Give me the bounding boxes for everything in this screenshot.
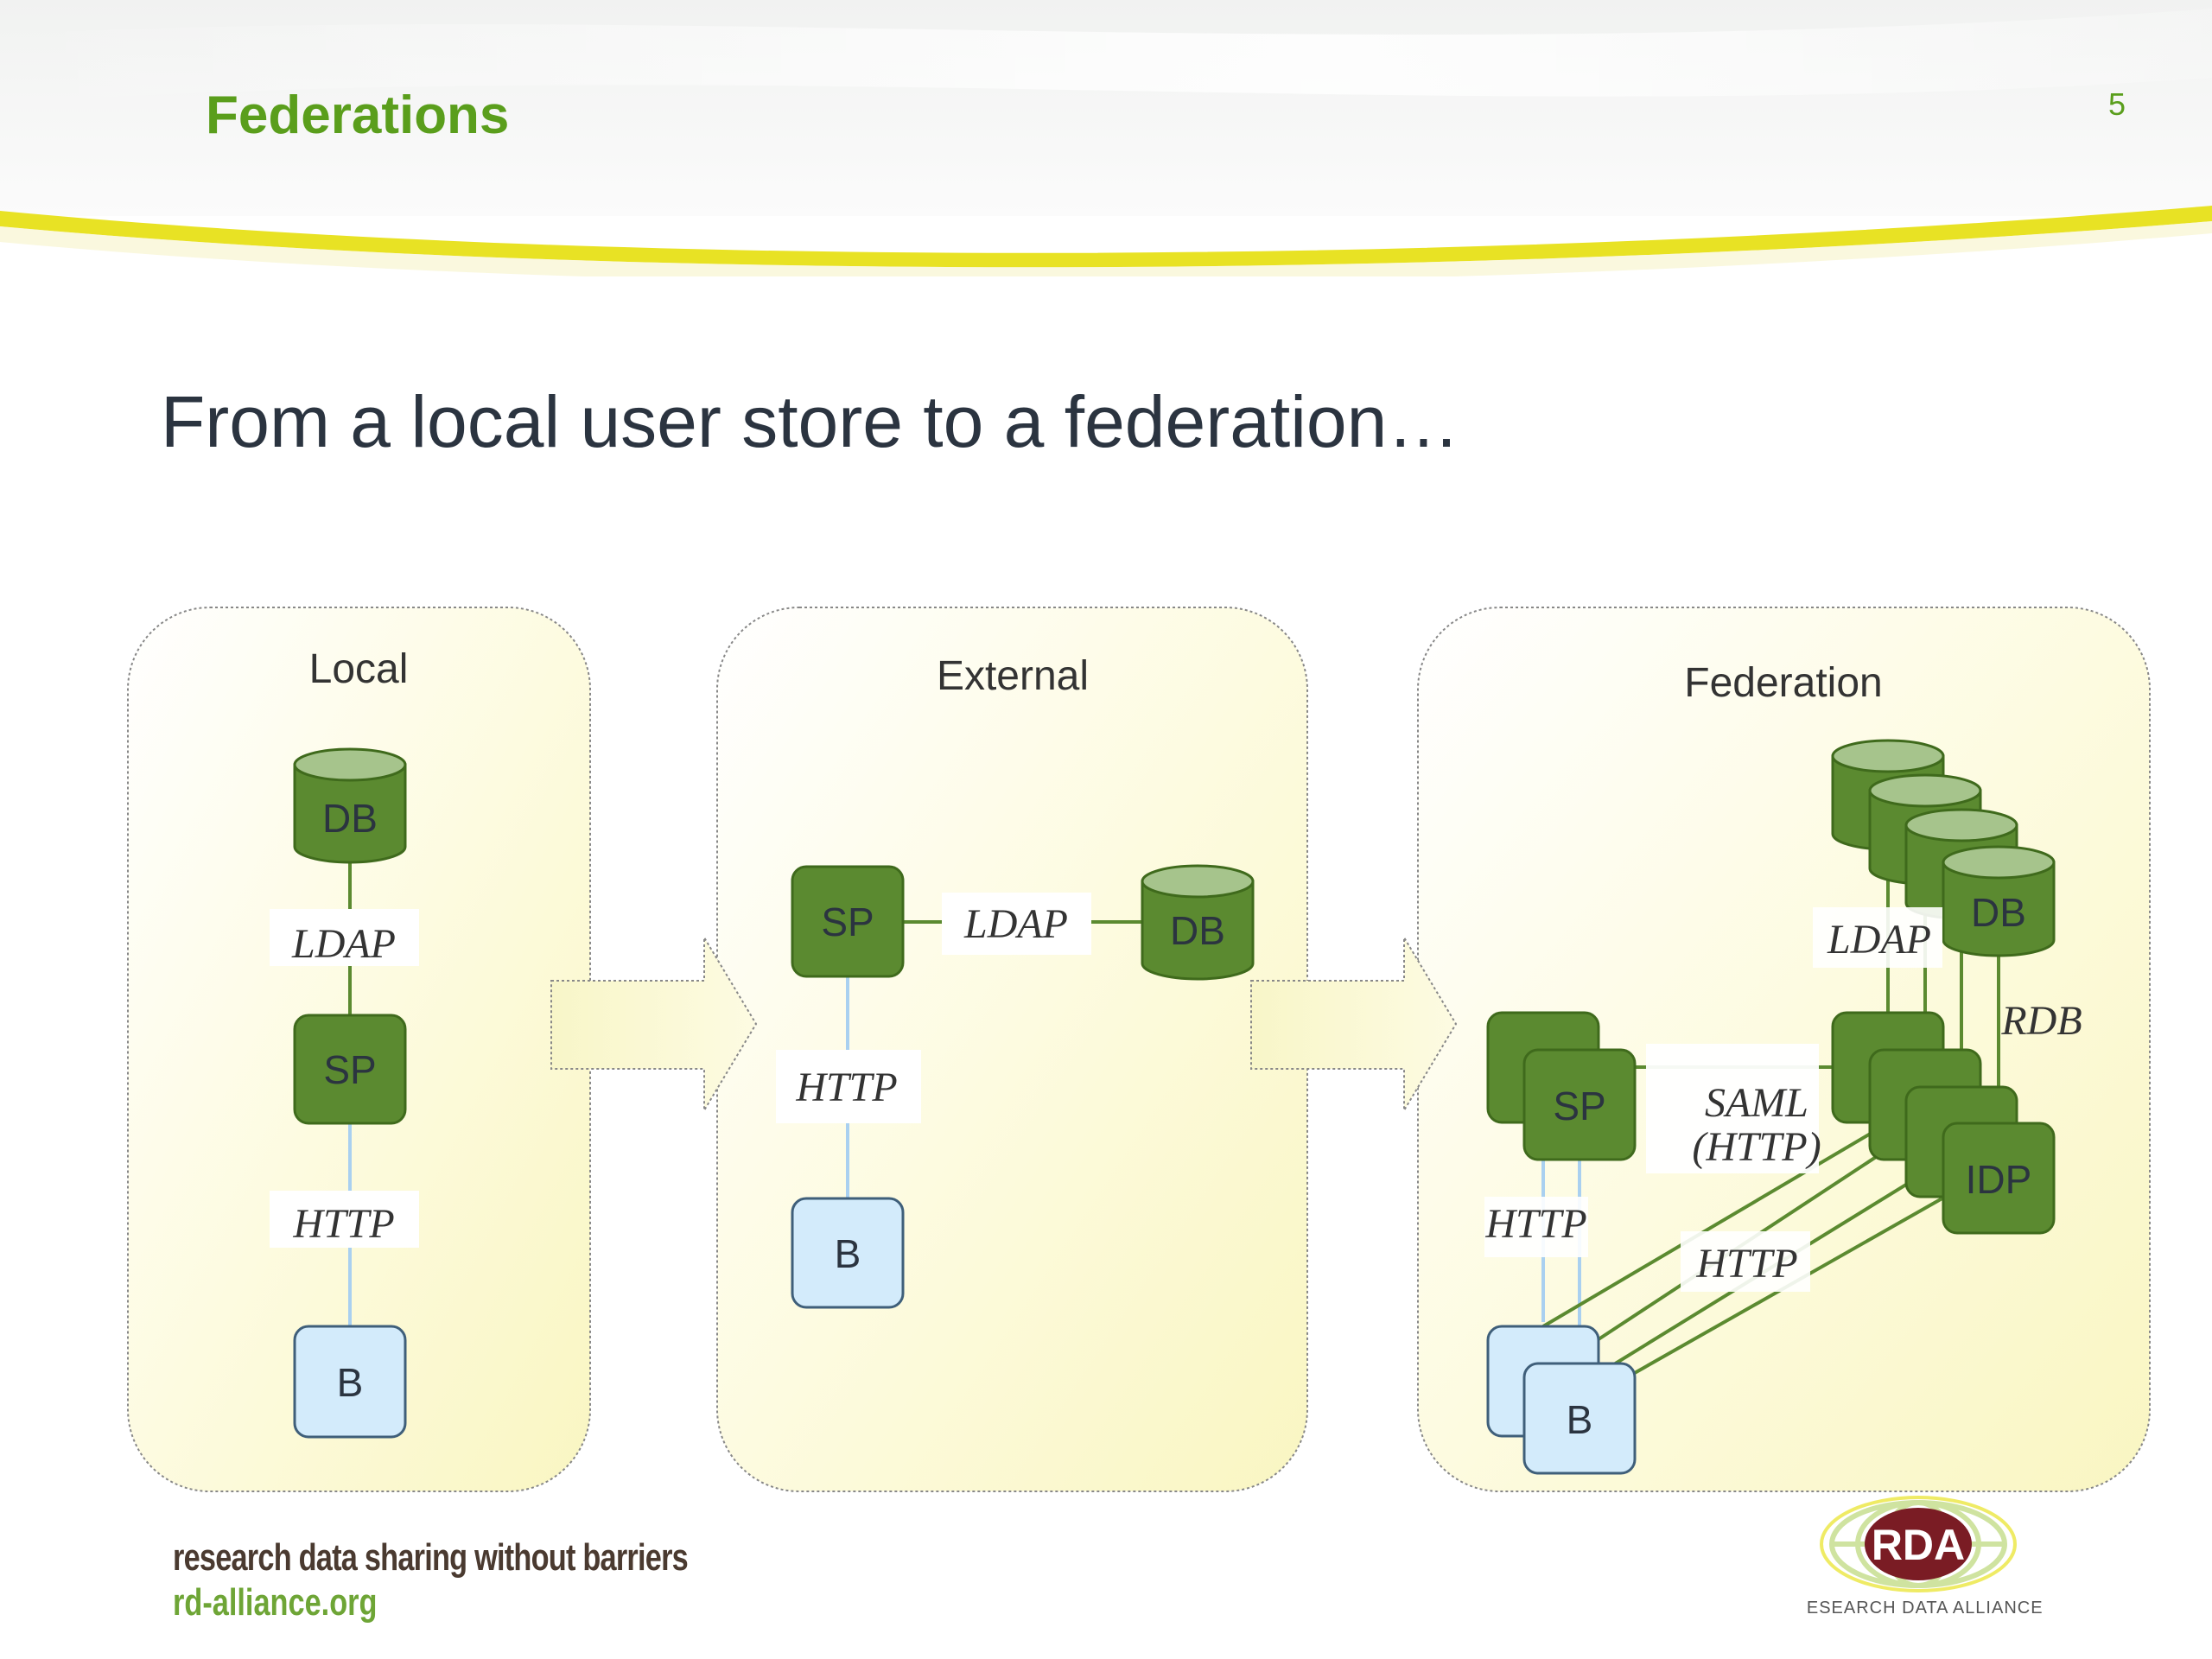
local-http-label: HTTP bbox=[292, 1201, 394, 1247]
slide-subtitle: From a local user store to a federation… bbox=[161, 381, 1460, 462]
local-b-label: B bbox=[337, 1360, 364, 1405]
panel-title-local: Local bbox=[309, 646, 409, 692]
federation-saml-label: SAML bbox=[1705, 1080, 1808, 1126]
yellow-swoosh bbox=[0, 206, 2212, 268]
arrow-external-to-federation bbox=[1250, 934, 1458, 1114]
local-ldap-label: LDAP bbox=[291, 921, 396, 967]
external-db-icon bbox=[1141, 864, 1255, 981]
federation-b-label: B bbox=[1567, 1397, 1593, 1442]
federation-saml-http-label: (HTTP) bbox=[1692, 1124, 1821, 1170]
federation-idp-label: IDP bbox=[1966, 1157, 2032, 1202]
federation-http-right-label: HTTP bbox=[1695, 1241, 1797, 1287]
external-http-label: HTTP bbox=[795, 1065, 897, 1110]
federation-http-left-label: HTTP bbox=[1484, 1201, 1586, 1247]
federation-browser-stack bbox=[1486, 1325, 1637, 1475]
panel-title-external: External bbox=[937, 653, 1089, 699]
rda-logo: RDA RESEARCH DATA ALLIANCE bbox=[1806, 1496, 2044, 1618]
local-db-label: DB bbox=[322, 796, 378, 841]
local-sp-node bbox=[293, 1014, 407, 1125]
federation-rdb-label: RDB bbox=[2000, 998, 2082, 1044]
federation-sp-label: SP bbox=[1553, 1084, 1605, 1128]
external-db-label: DB bbox=[1170, 908, 1225, 953]
header-band bbox=[0, 0, 2212, 276]
external-browser-node bbox=[791, 1197, 905, 1309]
federation-sp-stack bbox=[1486, 1011, 1637, 1161]
panel-title-federation: Federation bbox=[1684, 660, 1882, 706]
rda-logo-subtext: RESEARCH DATA ALLIANCE bbox=[1806, 1599, 2044, 1618]
slide-title: Federations bbox=[206, 86, 510, 145]
local-db-icon bbox=[293, 747, 407, 864]
local-sp-label: SP bbox=[323, 1047, 376, 1092]
footer-website-link[interactable]: rd-alliance.org bbox=[173, 1581, 378, 1624]
local-browser-node bbox=[293, 1325, 407, 1439]
rda-logo-text: RDA bbox=[1872, 1521, 1965, 1569]
panel-external bbox=[716, 607, 1308, 1492]
external-b-label: B bbox=[835, 1231, 861, 1276]
external-sp-node bbox=[791, 865, 905, 978]
page-number: 5 bbox=[2108, 86, 2126, 122]
footer-tagline: research data sharing without barriers bbox=[173, 1536, 689, 1579]
federation-db-label: DB bbox=[1971, 890, 2026, 935]
federation-db-stack bbox=[1831, 739, 2056, 957]
federation-ldap-label: LDAP bbox=[1827, 917, 1931, 963]
external-ldap-label: LDAP bbox=[963, 901, 1068, 947]
arrow-local-to-external bbox=[550, 934, 758, 1114]
federation-idp-stack bbox=[1831, 1011, 2056, 1235]
external-sp-label: SP bbox=[821, 899, 874, 944]
